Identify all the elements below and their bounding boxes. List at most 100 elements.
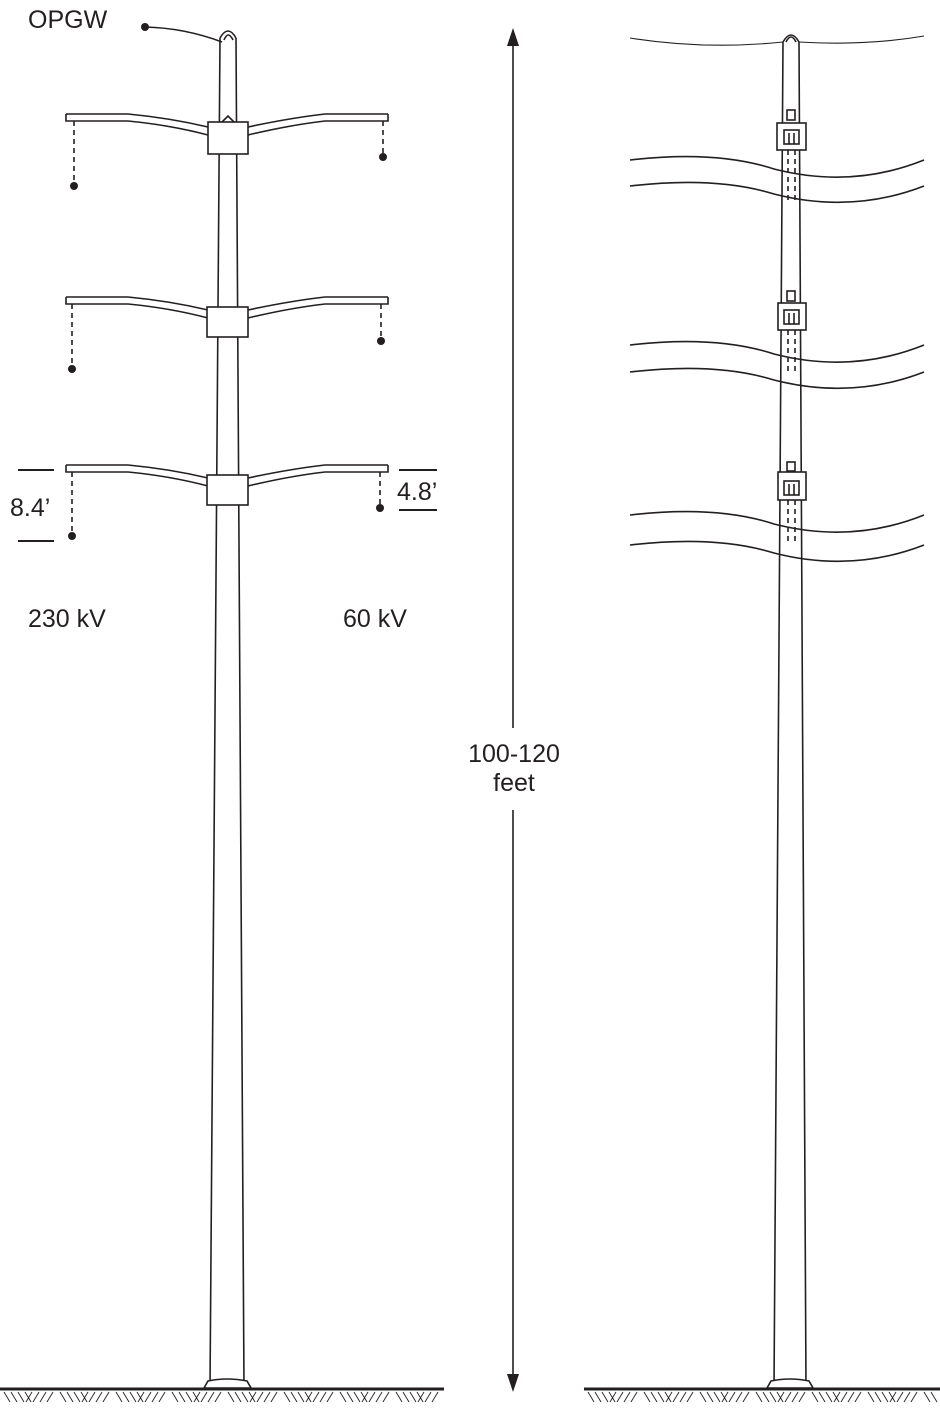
- conductor: [629, 340, 925, 363]
- conductor: [629, 181, 925, 204]
- dim-label-left: 8.4’: [10, 494, 50, 522]
- ground-hatch-stroke: [297, 1391, 305, 1403]
- ground-hatch-stroke: [178, 1391, 186, 1403]
- ground-hatch-stroke: [888, 1391, 896, 1403]
- voltage-label-left: 230 kV: [28, 605, 106, 633]
- ground-hatch-stroke: [59, 1391, 67, 1403]
- arrowhead-up: [507, 28, 519, 46]
- ground-hatch-stroke: [416, 1391, 424, 1403]
- ground-hatch-stroke: [650, 1391, 658, 1403]
- ground-hatch-stroke: [339, 1391, 347, 1403]
- conductor: [629, 367, 925, 390]
- ground-hatch-stroke: [305, 1391, 313, 1403]
- ground-hatch-stroke: [115, 1391, 123, 1403]
- height-dimension: [507, 28, 519, 1392]
- ground-hatch-stroke: [270, 1391, 278, 1403]
- ground-hatch-stroke: [910, 1391, 918, 1403]
- ground-hatch-stroke: [171, 1391, 179, 1403]
- ground-hatch-stroke: [409, 1391, 417, 1403]
- ground-hatch-stroke: [431, 1391, 439, 1403]
- ground-hatch-stroke: [811, 1391, 819, 1403]
- right-ground-hatch: [587, 1391, 938, 1403]
- right-pole-base: [765, 1378, 815, 1389]
- ground-hatch-stroke: [417, 1391, 425, 1403]
- ground-hatch-stroke: [17, 1391, 25, 1403]
- ground-hatch-stroke: [304, 1391, 312, 1403]
- ground-hatch-stroke: [227, 1391, 235, 1403]
- ground-hatch-stroke: [95, 1391, 103, 1403]
- ground-hatch-stroke: [784, 1391, 792, 1403]
- conductor: [629, 510, 925, 533]
- ground-hatch-stroke: [185, 1391, 193, 1403]
- ground-hatch-stroke: [630, 1391, 638, 1403]
- ground-hatch-stroke: [720, 1391, 728, 1403]
- ground-hatch-stroke: [241, 1391, 249, 1403]
- ground-hatch-stroke: [769, 1391, 777, 1403]
- ground-hatch-stroke: [73, 1391, 81, 1403]
- ground-hatch-stroke: [66, 1391, 74, 1403]
- ground-hatch-stroke: [706, 1391, 714, 1403]
- ground-hatch-stroke: [3, 1391, 11, 1403]
- ground-hatch-stroke: [903, 1391, 911, 1403]
- right-pole-elevation: [584, 34, 940, 1403]
- ground-hatch-stroke: [200, 1391, 208, 1403]
- height-label-line2: feet: [493, 769, 535, 797]
- left-pole-top-cap: [223, 34, 234, 41]
- ground-hatch-stroke: [88, 1391, 96, 1403]
- ground-hatch-stroke: [312, 1391, 320, 1403]
- ground-hatch-stroke: [889, 1391, 897, 1403]
- voltage-label-right: 60 kV: [343, 605, 407, 633]
- ground-hatch-stroke: [881, 1391, 889, 1403]
- ground-hatch-stroke: [25, 1391, 33, 1403]
- conductor: [629, 540, 925, 563]
- ground-hatch-stroke: [601, 1391, 609, 1403]
- left-pole-elevation: [0, 23, 444, 1403]
- ground-hatch-stroke: [46, 1391, 54, 1403]
- ground-hatch-stroke: [382, 1391, 390, 1403]
- ground-hatch-stroke: [129, 1391, 137, 1403]
- crossarm-bracket: [206, 474, 249, 506]
- ground-hatch-stroke: [402, 1391, 410, 1403]
- ground-hatch-stroke: [360, 1391, 368, 1403]
- ground-hatch-stroke: [263, 1391, 271, 1403]
- ground-hatch-stroke: [896, 1391, 904, 1403]
- ground-hatch-stroke: [657, 1391, 665, 1403]
- right-pole-attachment-top: [776, 109, 807, 200]
- ground-hatch-stroke: [798, 1391, 806, 1403]
- ground-hatch-stroke: [587, 1391, 595, 1403]
- ground-hatch-stroke: [151, 1391, 159, 1403]
- ground-hatch-stroke: [643, 1391, 651, 1403]
- right-pole-shaft: [773, 34, 807, 1389]
- ground-hatch-stroke: [735, 1391, 743, 1403]
- ground-hatch-stroke: [137, 1391, 145, 1403]
- ground-hatch-stroke: [24, 1391, 32, 1403]
- ground-hatch-stroke: [923, 1391, 931, 1403]
- ground-hatch-stroke: [867, 1391, 875, 1403]
- ground-hatch-stroke: [840, 1391, 848, 1403]
- ground-hatch-stroke: [193, 1391, 201, 1403]
- ground-hatch-stroke: [594, 1391, 602, 1403]
- ground-hatch-stroke: [122, 1391, 130, 1403]
- ground-hatch-stroke: [326, 1391, 334, 1403]
- dim-label-right: 4.8’: [397, 478, 437, 506]
- shield-wire: [629, 35, 925, 46]
- ground-hatch-stroke: [207, 1391, 215, 1403]
- ground-hatch-stroke: [679, 1391, 687, 1403]
- ground-hatch-stroke: [854, 1391, 862, 1403]
- ground-hatch-stroke: [874, 1391, 882, 1403]
- ground-hatch-stroke: [847, 1391, 855, 1403]
- ground-hatch-stroke: [762, 1391, 770, 1403]
- ground-hatch-stroke: [102, 1391, 110, 1403]
- ground-hatch-stroke: [755, 1391, 763, 1403]
- ground-hatch-stroke: [686, 1391, 694, 1403]
- ground-hatch-stroke: [424, 1391, 432, 1403]
- ground-hatch-stroke: [791, 1391, 799, 1403]
- ground-hatch-stroke: [825, 1391, 833, 1403]
- ground-hatch-stroke: [728, 1391, 736, 1403]
- ground-hatch-stroke: [623, 1391, 631, 1403]
- ground-hatch-stroke: [721, 1391, 729, 1403]
- ground-hatch-stroke: [192, 1391, 200, 1403]
- ground-hatch-stroke: [672, 1391, 680, 1403]
- right-pole-attachment-middle: [777, 290, 807, 372]
